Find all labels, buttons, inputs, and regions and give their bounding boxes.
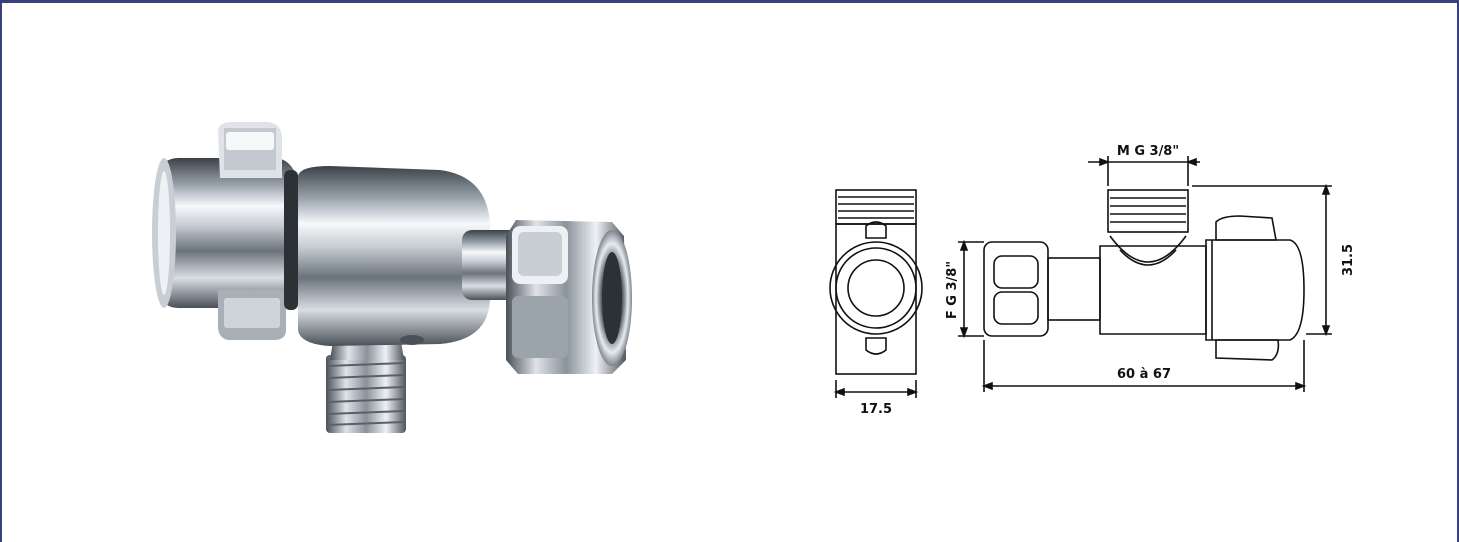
dimension-top-label: M G 3/8" [1117,144,1179,159]
dimension-length-label: 60 à 67 [1117,367,1171,382]
technical-drawing [829,156,1332,398]
lever-tab-bottom [218,290,286,340]
valve-photo [152,122,632,433]
dimension-side-label: F G 3/8" [945,261,960,319]
front-view [958,156,1332,392]
gap-ring [284,170,298,310]
dimension-height-label: 31.5 [1341,244,1356,276]
inlet-opening [592,230,632,366]
valve-body [298,166,490,346]
lever-tab-top [218,122,282,178]
dimension-width-label: 17.5 [860,402,892,417]
valve-cap [152,158,296,308]
side-view [829,189,923,398]
